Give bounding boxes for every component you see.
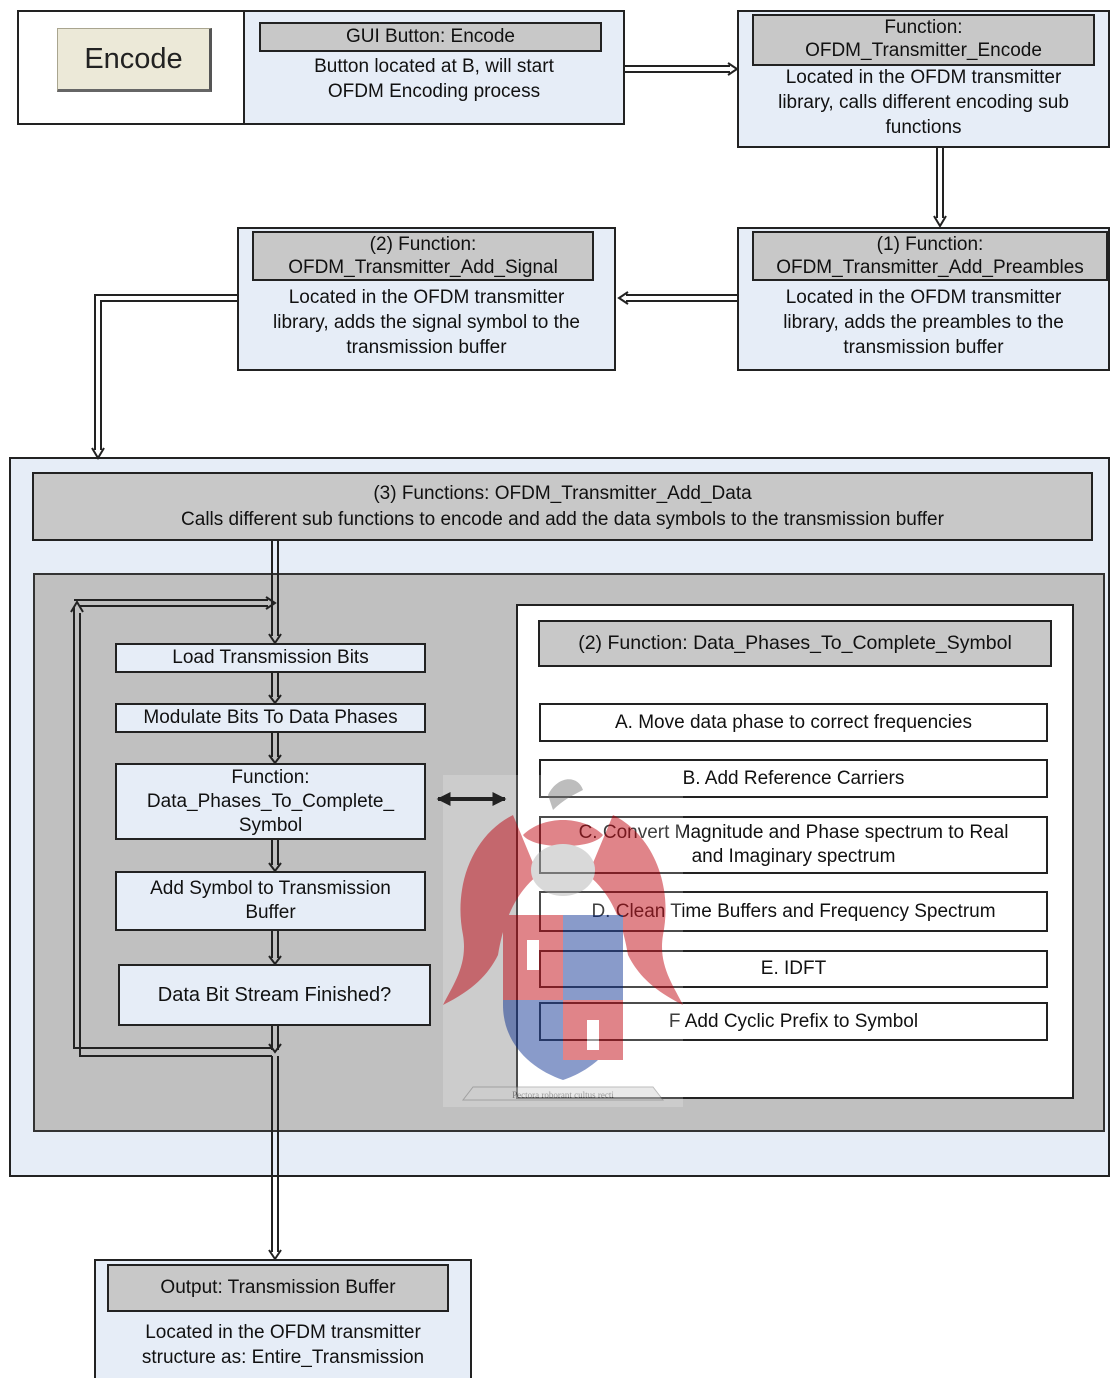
data-bit-stream-finished-decision: Data Bit Stream Finished? [118,964,431,1026]
crest-motto: Pectora roborant cultus recti [512,1090,614,1100]
arrow-load-to-modulate [268,673,282,705]
gui-button-desc-line: OFDM Encoding process [327,81,541,102]
output-description: Located in the OFDM transmitter structur… [96,1320,470,1370]
add-symbol-line: Add Symbol to Transmission [150,878,391,899]
encode-function-title-line: Function: [884,17,963,38]
add-signal-desc-line: transmission buffer [346,337,507,358]
add-signal-desc-line: library, adds the signal symbol to the [273,312,580,333]
add-preambles-desc-line: Located in the OFDM transmitter [785,287,1062,308]
load-transmission-bits-step: Load Transmission Bits [115,643,426,673]
arrow-signal-to-add-data [91,294,237,460]
encode-function-desc-line: functions [885,117,962,138]
output-desc-line: Located in the OFDM transmitter [145,1322,421,1343]
add-preambles-title-line: OFDM_Transmitter_Add_Preambles [776,257,1084,278]
gui-button-desc-line: Button located at B, will start [314,56,554,77]
add-signal-title-line: OFDM_Transmitter_Add_Signal [288,257,558,278]
arrow-decision-to-loop [268,1026,282,1054]
add-preambles-desc-line: library, adds the preambles to the [783,312,1064,333]
function-call-line: Function: [231,766,310,788]
add-signal-title: (2) Function: OFDM_Transmitter_Add_Signa… [252,231,594,281]
add-preambles-title: (1) Function: OFDM_Transmitter_Add_Pream… [752,231,1108,281]
output-desc-line: structure as: Entire_Transmission [141,1347,425,1368]
encode-function-description: Located in the OFDM transmitter library,… [739,65,1108,140]
arrow-add-symbol-to-decision [268,931,282,966]
arrow-function-to-add-symbol [268,840,282,873]
add-preambles-desc-line: transmission buffer [843,337,1004,358]
step-c-line: C. Convert Magnitude and Phase spectrum … [578,822,1009,843]
arrow-modulate-to-function [268,733,282,765]
add-symbol-line: Buffer [245,902,296,923]
add-signal-description: Located in the OFDM transmitter library,… [239,285,614,360]
arrow-encode-to-preambles [933,148,947,228]
add-signal-desc-line: Located in the OFDM transmitter [288,287,565,308]
encode-function-title: Function: OFDM_Transmitter_Encode [752,14,1095,66]
encode-function-title-line: OFDM_Transmitter_Encode [805,40,1042,61]
gui-button-description: Button located at B, will start OFDM Enc… [245,54,623,104]
step-e-idft: E. IDFT [539,950,1048,988]
encode-function-desc-line: Located in the OFDM transmitter [785,67,1062,88]
add-data-subtitle: Calls different sub functions to encode … [181,509,944,530]
arrow-loop-back [70,596,277,1057]
gui-button-title: GUI Button: Encode [259,22,602,52]
encode-function-desc-line: library, calls different encoding sub [778,92,1069,113]
function-call-line: Data_Phases_To_Complete_ [146,790,395,812]
add-signal-title-line: (2) Function: [369,234,477,255]
arrow-preambles-to-signal [617,291,737,305]
arrow-decision-to-output [268,1056,282,1261]
arrow-button-to-encode [625,62,739,76]
step-f-cyclic-prefix: F Add Cyclic Prefix to Symbol [539,1002,1048,1041]
function-call-line: Symbol [238,814,303,836]
step-a-move-data-phase: A. Move data phase to correct frequencie… [539,703,1048,742]
university-crest-watermark: Pectora roborant cultus recti [443,775,683,1107]
modulate-bits-step: Modulate Bits To Data Phases [115,703,426,733]
arrow-header-to-loop [268,541,282,645]
add-preambles-description: Located in the OFDM transmitter library,… [739,285,1108,360]
step-c-line: and Imaginary spectrum [691,846,896,867]
step-b-reference-carriers: B. Add Reference Carriers [539,759,1048,798]
add-data-title: (3) Functions: OFDM_Transmitter_Add_Data [373,483,752,504]
function-call-complete-symbol-step: Function: Data_Phases_To_Complete_ Symbo… [115,763,426,840]
encode-button[interactable]: Encode [57,28,212,92]
add-symbol-step: Add Symbol to Transmission Buffer [115,871,426,931]
add-preambles-title-line: (1) Function: [876,234,984,255]
complete-symbol-title: (2) Function: Data_Phases_To_Complete_Sy… [538,620,1052,667]
add-data-header: (3) Functions: OFDM_Transmitter_Add_Data… [32,472,1093,541]
output-title: Output: Transmission Buffer [107,1264,449,1312]
